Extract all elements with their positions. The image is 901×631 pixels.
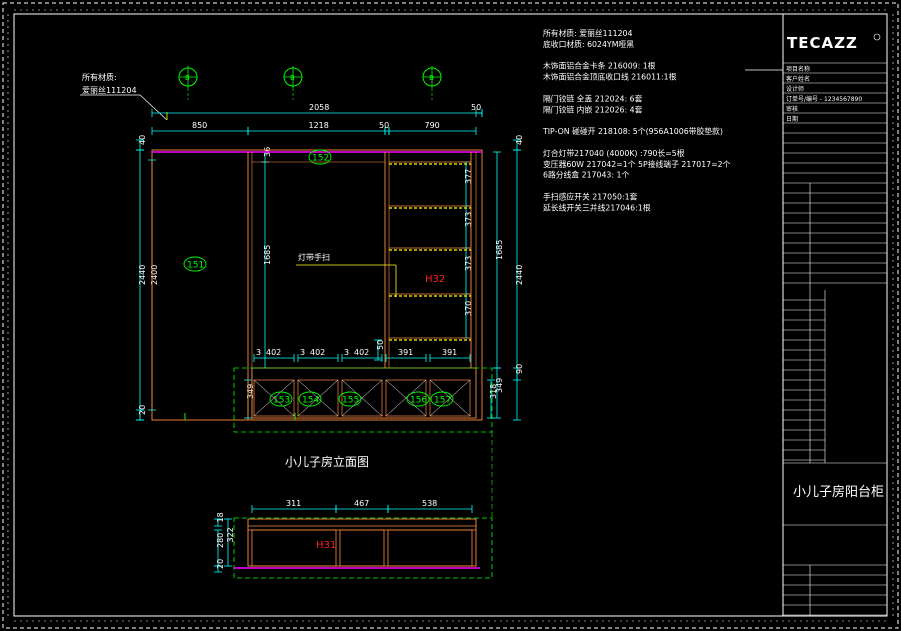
dimension-label: 2400 [150,265,159,285]
dimension-label: 790 [425,121,440,130]
svg-text:157: 157 [434,396,451,406]
dimension-label: 373 [464,256,473,271]
title-block-cell: 审核 [786,105,798,113]
svg-text:155: 155 [342,396,359,406]
note-line: 延长线开关三并线217046:1根 [543,202,651,212]
dimension-label: 1685 [263,245,272,265]
note-line: TIP-ON 碰碰开 218108: 5个(956A1006带胶垫款) [542,126,723,136]
dimension-label: 50 [379,121,389,130]
dimension-label: 349 [246,384,255,399]
note-line: 手扫感应开关 217050:1套 [543,192,638,202]
svg-text:154: 154 [302,396,319,406]
svg-text:156: 156 [410,396,427,406]
section-marker-icon: B [422,66,442,100]
dimension-label: 538 [422,499,437,508]
h32-label: H32 [425,274,445,285]
dimension-label: 280 [216,533,225,548]
note-line: 木饰面铝合金卡条 216009: 1根 [543,61,656,71]
svg-text:B: B [290,74,295,82]
cabinet-plan: H31 [233,517,493,579]
part-label: 157 [430,391,454,407]
note-line: 隔门铰链 全盖 212024: 6套 [543,93,643,103]
svg-text:爱丽丝111204: 爱丽丝111204 [82,85,137,95]
part-label: 155 [338,391,362,407]
dimension-label: 2440 [515,265,524,285]
dimension-label: 40 [138,135,147,145]
dimension-label: 50 [376,340,385,350]
svg-text:151: 151 [187,261,204,271]
svg-text:153: 153 [273,396,290,406]
elevation-title: 小儿子房立面图 [285,454,369,469]
dimension-label: 402 [310,348,325,357]
dimension-label: 373 [464,212,473,227]
dimension-label: 349 [495,378,504,393]
section-marker-icon: B [178,66,198,100]
dimension-label: 18 [216,512,225,522]
light-strip-label: 灯带手扫 [298,252,330,262]
svg-text:3: 3 [300,348,305,357]
h31-label: H31 [316,540,336,551]
note-line: 木饰面铝合金顶底收口线 216011:1根 [543,72,677,82]
dimension-label: 311 [286,499,301,508]
dimension-label: 2440 [138,265,147,285]
dimension-label: 377 [464,169,473,184]
title-block-cell: 项目名称 [786,65,810,73]
dimension-label: 402 [266,348,281,357]
svg-text:B: B [185,74,190,82]
dimension-label: 1685 [495,240,504,260]
svg-text:B: B [429,74,434,82]
dimension-label: 20 [216,559,225,569]
dimension-label: 467 [354,499,369,508]
svg-text:3: 3 [256,348,261,357]
cabinet-elevation: 灯带手扫 H32 151 152 153 154 155 156 157 [151,149,493,433]
part-label: 153 [269,391,293,407]
part-label: 154 [298,391,322,407]
dimension-label: 370 [464,301,473,316]
dimension-label: 50 [471,103,481,112]
title-block-cell: 设计师 [786,85,804,93]
dimension-label: 391 [398,348,413,357]
dimension-label: 1218 [309,121,329,130]
title-block-cell: 订单号/编号 - 1234567890 [786,95,862,103]
title-block-cell: 日期 [786,115,798,123]
note-line: 6路分线盒 217043: 1个 [543,170,629,180]
title-block-cell: 客户姓名 [786,75,810,83]
svg-text:所有材质:: 所有材质: [82,72,117,82]
dimension-label: 402 [354,348,369,357]
note-line: 底收口材质: 6024YM哑黑 [543,39,634,49]
dimension-label: 40 [515,135,524,145]
note-line: 所有材质: 爱丽丝111204 [543,28,632,38]
note-line: 隔门铰链 内嵌 212026: 4套 [543,104,643,114]
part-label: 151 [183,256,207,272]
dimension-label: 850 [192,121,207,130]
svg-text:3: 3 [344,348,349,357]
dimension-label: 322 [226,527,235,542]
dimension-label: 391 [442,348,457,357]
dimension-label: 20 [138,405,147,415]
dimension-label: 318 [489,384,498,399]
note-line: 变压器60W 217042=1个 5P接线端子 217017=2个 [543,159,731,169]
part-label: 152 [308,149,332,165]
dimension-label: 90 [515,364,524,374]
svg-text:152: 152 [312,154,329,164]
section-marker-icon: B [283,66,303,100]
dimension-label: 2058 [309,103,329,112]
part-label: 156 [406,391,430,407]
note-line: 灯合灯带217040 (4000K) :790长=5根 [543,148,685,158]
logo: TECAZZ [787,34,858,52]
cabinet-title: 小儿子房阳台柜 [793,484,884,500]
